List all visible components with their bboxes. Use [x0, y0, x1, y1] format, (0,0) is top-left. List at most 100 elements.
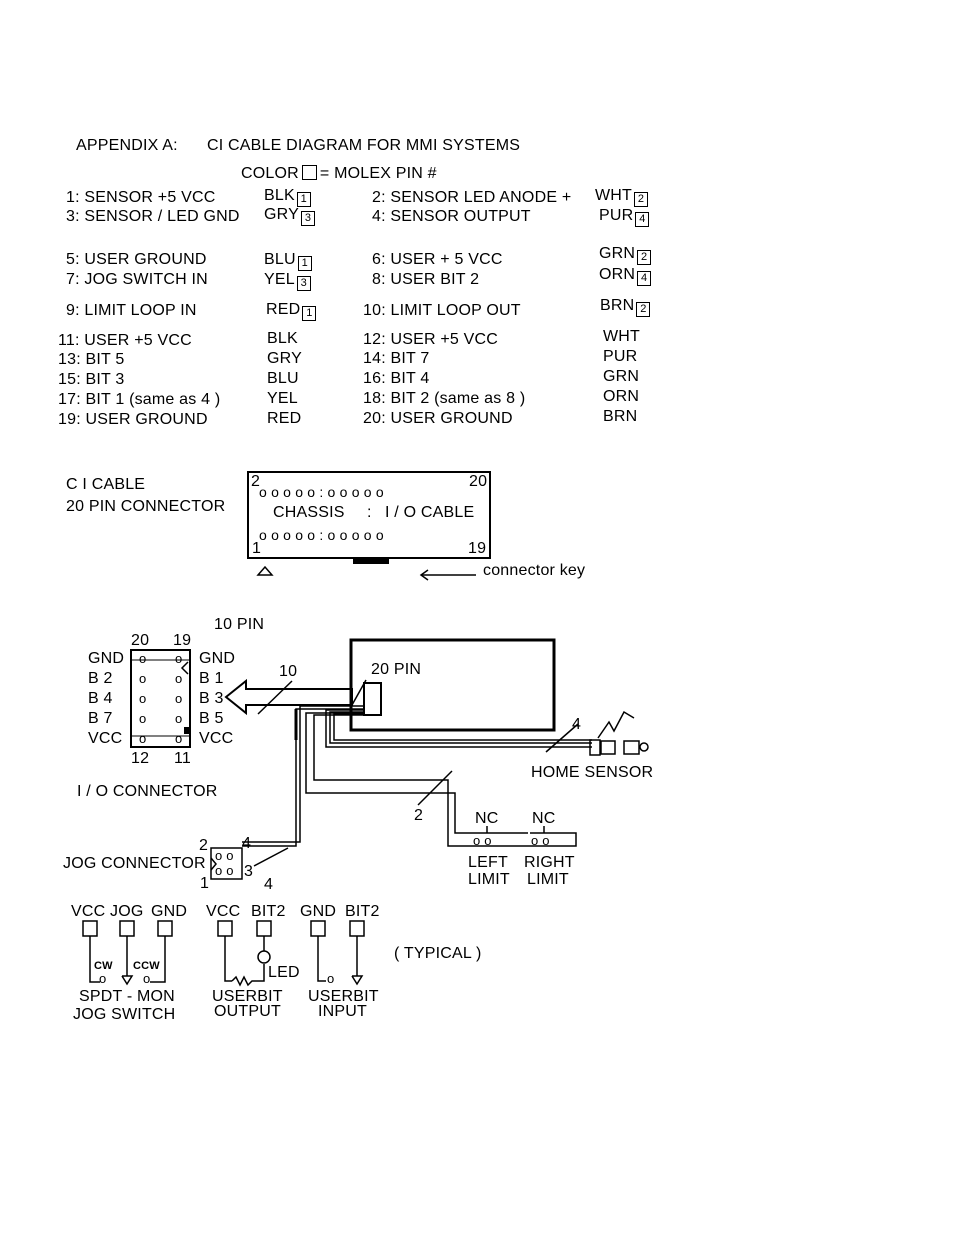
- chassis-label: CHASSIS: [273, 504, 345, 521]
- right-limit-label: RIGHT: [524, 854, 575, 871]
- in-bit2-label: BIT2: [345, 903, 380, 920]
- connector-top-row: o o o o o : o o o o o: [259, 484, 384, 500]
- pin-label: 11: USER +5 VCC: [58, 332, 192, 349]
- limit-switch-icons: [474, 826, 560, 834]
- led-label: LED: [268, 964, 300, 981]
- ccw-label: CCW: [133, 960, 160, 972]
- pin-1-label: 1: [252, 540, 262, 557]
- io-pin: o: [139, 651, 147, 666]
- led-icon: [257, 950, 271, 964]
- io-right-label: B 5: [199, 710, 224, 727]
- pin-color: BLK: [267, 330, 298, 347]
- legend-color-label: COLOR: [241, 165, 299, 182]
- pin-label: 12: USER +5 VCC: [363, 331, 499, 348]
- in-bit2-pin: [349, 920, 365, 937]
- key-arrow-icon: [419, 569, 429, 581]
- io-left-label: VCC: [88, 730, 123, 747]
- jog-wire-count: 4: [264, 876, 274, 893]
- io-right-label: VCC: [199, 730, 234, 747]
- appendix-label: APPENDIX A:: [76, 137, 178, 154]
- pin-color: ORN: [603, 388, 640, 405]
- jog-pin-3: 3: [244, 863, 254, 880]
- molex-pin-box: 1: [297, 256, 312, 271]
- right-limit-contacts: o o: [531, 833, 550, 848]
- nc-right-label: NC: [532, 810, 556, 827]
- cw-label: CW: [94, 960, 113, 972]
- molex-pin-box: 4: [637, 271, 652, 286]
- left-limit-contacts: o o: [473, 833, 492, 848]
- pin-label: 10: LIMIT LOOP OUT: [363, 302, 521, 319]
- connector-separator: :: [367, 504, 372, 521]
- jog-connector-label: JOG CONNECTOR: [63, 855, 206, 872]
- io-pin: o: [139, 691, 147, 706]
- in-gnd-label: GND: [300, 903, 337, 920]
- io-cable-label: I / O CABLE: [385, 504, 475, 521]
- home-sensor-label: HOME SENSOR: [531, 764, 654, 781]
- io-pin-19: 19: [173, 632, 192, 649]
- pin-label: 2: SENSOR LED ANODE +: [372, 189, 572, 206]
- io-pin: o: [175, 691, 183, 706]
- userbit-output-caption-2: OUTPUT: [214, 1003, 281, 1020]
- bundle-count: 10: [279, 663, 298, 680]
- io-right-label: B 1: [199, 670, 224, 687]
- pin-label: 4: SENSOR OUTPUT: [372, 208, 531, 225]
- color-legend: COLOR = MOLEX PIN #: [241, 165, 437, 183]
- typical-vcc-label: VCC: [71, 903, 106, 920]
- io-pin: o: [139, 711, 147, 726]
- pin-label: 8: USER BIT 2: [372, 271, 480, 288]
- jog-contact-right: o: [143, 971, 151, 986]
- pin1-marker-icon: [256, 565, 274, 576]
- limit-loop-wire: [305, 712, 474, 834]
- cable-arrow-icon: [224, 678, 353, 716]
- io-pin: o: [175, 671, 183, 686]
- jog-pin-2: 2: [199, 837, 209, 854]
- io-left-label: B 2: [88, 670, 113, 687]
- pin-label: 6: USER + 5 VCC: [372, 251, 503, 268]
- out-vcc-pin: [217, 920, 233, 937]
- out-bit2-pin: [256, 920, 272, 937]
- out-vcc-label: VCC: [206, 903, 241, 920]
- pin-color: GRY: [267, 350, 302, 367]
- molex-pin-box: 1: [302, 306, 317, 321]
- io-left-label: GND: [88, 650, 125, 667]
- io-right-label: B 3: [199, 690, 224, 707]
- pin-label: 18: BIT 2 (same as 8 ): [363, 390, 526, 407]
- out-bit2-label: BIT2: [251, 903, 286, 920]
- pin-label: 5: USER GROUND: [66, 251, 207, 268]
- molex-pin-box: 2: [634, 192, 649, 207]
- legend-molex-label: = MOLEX PIN #: [319, 165, 437, 182]
- pin-label: 19: USER GROUND: [58, 411, 208, 428]
- ten-pin-label: 10 PIN: [214, 616, 265, 633]
- userbit-input-caption: USERBIT: [308, 988, 379, 1005]
- connector-title: 20 PIN CONNECTOR: [66, 498, 226, 515]
- wire-bundle: [242, 705, 364, 843]
- pin-label: 1: SENSOR +5 VCC: [66, 189, 216, 206]
- pin-color: YEL: [267, 390, 298, 407]
- jog-jog-pin: [119, 920, 135, 937]
- io-connector-body: [130, 649, 191, 748]
- jog-key-icon: [210, 857, 217, 871]
- io-pin-11: 11: [174, 750, 192, 767]
- pin-label: 20: USER GROUND: [363, 410, 513, 427]
- pin-color: RED: [267, 410, 302, 427]
- pin-color: GRN: [603, 368, 640, 385]
- jog-pins-top: o o: [215, 848, 234, 863]
- io-pin: o: [139, 671, 147, 686]
- molex-pin-box: 3: [300, 211, 315, 226]
- io-left-label: B 7: [88, 710, 113, 727]
- connector-key-label: connector key: [483, 562, 586, 579]
- jog-contact-left: o: [99, 971, 107, 986]
- home-sensor-icon: [589, 710, 649, 756]
- ci-cable-title: C I CABLE: [66, 476, 146, 493]
- nc-left-label: NC: [475, 810, 499, 827]
- jog-gnd-pin: [157, 920, 173, 937]
